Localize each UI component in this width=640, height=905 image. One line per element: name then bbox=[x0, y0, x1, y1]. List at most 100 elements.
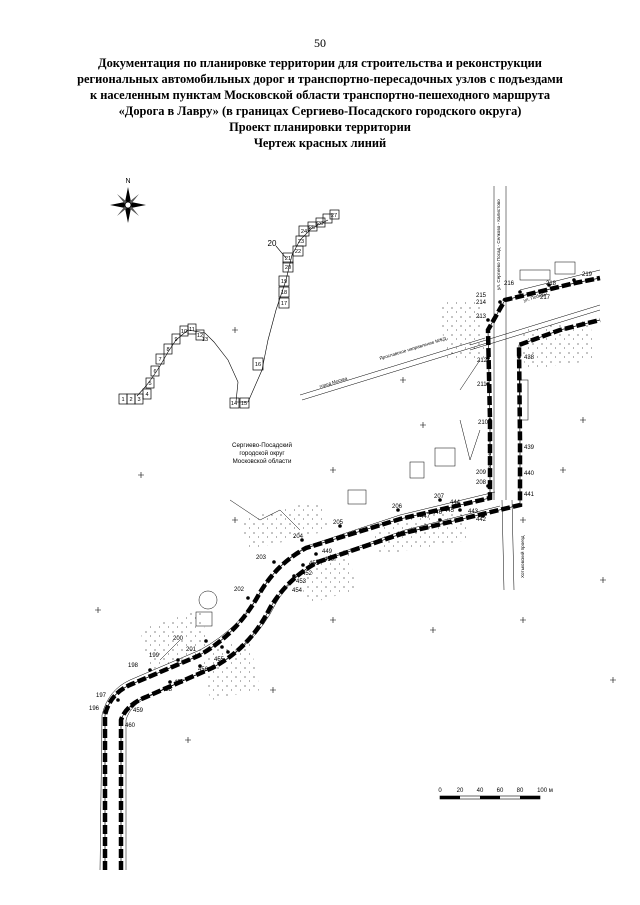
sheet-label: 6 bbox=[153, 369, 156, 375]
point-label: 457 bbox=[174, 680, 185, 686]
point-label: 210 bbox=[478, 420, 489, 426]
point-label: 216 bbox=[504, 281, 515, 287]
sheet-label: 27 bbox=[331, 213, 337, 219]
point-label: 444 bbox=[450, 500, 461, 506]
point-label: 445 bbox=[444, 508, 455, 514]
base-map-lines bbox=[99, 186, 601, 871]
road-sp-label: ул. Сергиево Посад - Селково - Калистово bbox=[496, 199, 501, 290]
sheet-label: 17 bbox=[281, 301, 287, 307]
overview-scheme bbox=[118, 209, 340, 409]
scale-bar bbox=[439, 795, 541, 800]
title-line-3: к населенным пунктам Московской области … bbox=[89, 88, 551, 102]
scale-tick: 20 bbox=[457, 788, 464, 794]
railway-label: Ярославское направление МЖД bbox=[379, 336, 448, 361]
point-label: 443 bbox=[468, 509, 479, 515]
svg-text:Московской области: Московской области bbox=[233, 458, 292, 465]
sheet-label: 7 bbox=[158, 357, 161, 363]
sheet-label: 10 bbox=[181, 329, 187, 335]
sheet-label: 4 bbox=[145, 392, 148, 398]
title-line-5: Проект планировки территории bbox=[229, 120, 411, 134]
point-label: 197 bbox=[96, 693, 107, 699]
point-label: 219 bbox=[582, 272, 593, 278]
point-label: 451 bbox=[309, 561, 320, 567]
point-label: 202 bbox=[234, 587, 245, 593]
sheet-label: 13 bbox=[202, 337, 208, 343]
grid-crosses bbox=[95, 327, 616, 743]
sheet-label: 1 bbox=[121, 397, 124, 403]
point-label: 460 bbox=[125, 723, 136, 729]
title-line-1: Документация по планировке территории дл… bbox=[98, 56, 542, 70]
road-ne-label: ул. Победы bbox=[523, 291, 548, 303]
scale-tick: 60 bbox=[497, 788, 504, 794]
compass-north-label: N bbox=[125, 178, 130, 185]
sheet-label: 25 bbox=[309, 225, 315, 231]
document-title: Документация по планировке территории дл… bbox=[60, 55, 580, 151]
point-label: 442 bbox=[476, 517, 487, 523]
sheet-label: 5 bbox=[148, 381, 151, 387]
sheet-label: 16 bbox=[255, 362, 261, 368]
point-label: 217 bbox=[540, 295, 551, 301]
sheet-label: 19 bbox=[281, 279, 287, 285]
sheet-label: 22 bbox=[295, 249, 301, 255]
sheet-label: 20 bbox=[285, 265, 291, 271]
point-label: 441 bbox=[524, 492, 535, 498]
boundary-points bbox=[103, 278, 576, 724]
road-south-label: Хотьковский проезд bbox=[519, 535, 525, 578]
point-label: 212 bbox=[477, 358, 488, 364]
point-label: 213 bbox=[476, 314, 487, 320]
point-label: 452 bbox=[302, 571, 313, 577]
district-label: Сергиево-Посадский городской округ Моско… bbox=[232, 442, 293, 465]
svg-text:Сергиево-Посадский: Сергиево-Посадский bbox=[232, 442, 293, 449]
title-line-6: Чертеж красных линий bbox=[253, 136, 387, 150]
title-line-4: «Дорога в Лавру» (в границах Сергиево-По… bbox=[118, 104, 522, 118]
point-label: 209 bbox=[476, 470, 487, 476]
sheet-label: 2 bbox=[129, 397, 132, 403]
sheet-label: 18 bbox=[281, 290, 287, 296]
sheet-label: 11 bbox=[189, 327, 195, 333]
point-label: 207 bbox=[434, 494, 445, 500]
point-label: 206 bbox=[392, 504, 403, 510]
point-label: 215 bbox=[476, 293, 487, 299]
scale-tick: 0 bbox=[438, 788, 442, 794]
sheet-label: 21 bbox=[285, 256, 291, 262]
point-label: 214 bbox=[476, 300, 487, 306]
sheet-label: 12 bbox=[197, 333, 203, 339]
point-label: 450 bbox=[324, 557, 335, 563]
point-label: 447 bbox=[420, 514, 431, 520]
point-label: 446 bbox=[432, 510, 443, 516]
point-label: 196 bbox=[89, 706, 100, 712]
point-label: 439 bbox=[524, 445, 535, 451]
title-line-2: региональных автомобильных дорог и транс… bbox=[77, 72, 563, 86]
sheet-label: 24 bbox=[301, 229, 307, 235]
point-label: 459 bbox=[133, 708, 144, 714]
point-label: 449 bbox=[322, 549, 333, 555]
point-label: 204 bbox=[293, 534, 304, 540]
overview-current-sheet-label: 20 bbox=[268, 239, 277, 248]
point-label: 455 bbox=[214, 657, 225, 663]
point-label: 211 bbox=[477, 382, 487, 388]
scale-tick: 40 bbox=[477, 788, 484, 794]
page-number: 50 bbox=[314, 36, 326, 50]
sheet-label: 3 bbox=[137, 397, 140, 403]
scale-tick: 80 bbox=[517, 788, 524, 794]
point-label: 453 bbox=[296, 579, 307, 585]
point-label: 458 bbox=[162, 687, 173, 693]
sheet-label: 8 bbox=[166, 347, 169, 353]
sheet-label: 23 bbox=[298, 239, 304, 245]
point-label: 205 bbox=[333, 520, 344, 526]
point-label: 448 bbox=[396, 532, 407, 538]
sheet-label: 14 bbox=[231, 401, 237, 407]
point-label: 200 bbox=[173, 636, 184, 642]
point-label: 208 bbox=[476, 480, 487, 486]
point-label: 203 bbox=[256, 555, 267, 561]
point-label: 198 bbox=[128, 663, 139, 669]
street-short-label: Хотьковский пр-д bbox=[486, 433, 492, 470]
point-label: 218 bbox=[546, 281, 557, 287]
scale-tick: 100 м bbox=[537, 788, 553, 794]
sheet-label: 15 bbox=[241, 401, 247, 407]
point-label: 438 bbox=[524, 355, 535, 361]
sheet-label: 26 bbox=[317, 221, 323, 227]
compass-rose-icon bbox=[110, 187, 146, 223]
